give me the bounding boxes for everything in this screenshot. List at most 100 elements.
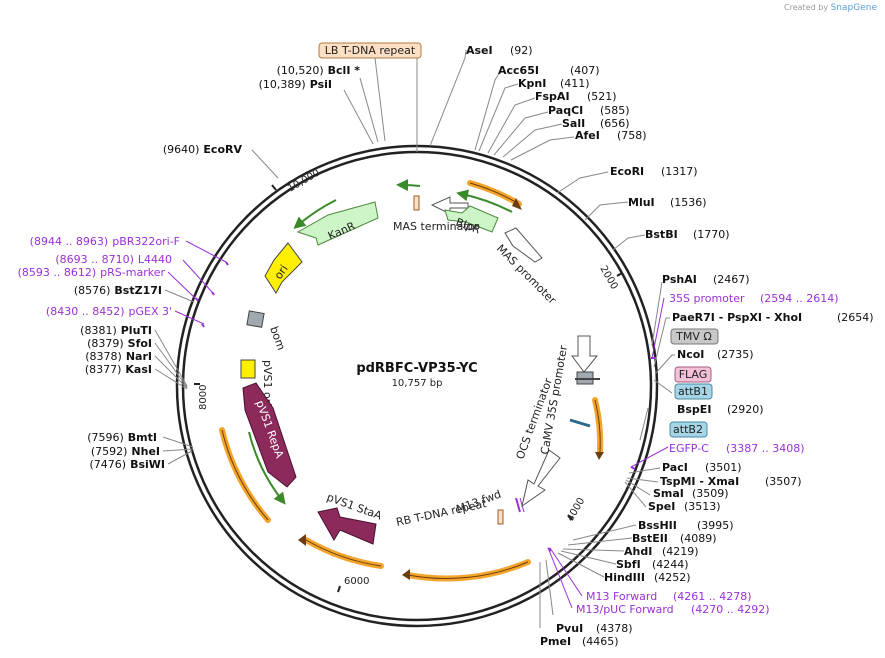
- enzyme-sbfi: SbfI: [616, 558, 641, 571]
- enzyme-paqci: PaqCI: [548, 104, 583, 117]
- svg-text:(8377)KasI: (8377)KasI: [85, 363, 152, 376]
- svg-text:PaqCI(585): PaqCI(585): [548, 104, 630, 117]
- primer-m13-forward: M13 Forward: [586, 590, 657, 603]
- enzyme-smai: SmaI: [653, 487, 684, 500]
- svg-text:PshAI(2467): PshAI(2467): [662, 273, 750, 286]
- enzyme-pluti: PluTI: [121, 324, 152, 337]
- enzyme-pshai: PshAI: [662, 273, 697, 286]
- svg-text:SbfI(4244): SbfI(4244): [616, 558, 689, 571]
- svg-text:AfeI(758): AfeI(758): [575, 129, 647, 142]
- enzyme-kasi: KasI: [125, 363, 152, 376]
- svg-text:MluI(1536): MluI(1536): [628, 196, 707, 209]
- svg-text:(8944 .. 8963)pBR322ori-F: (8944 .. 8963)pBR322ori-F: [30, 235, 180, 248]
- enzyme-sfoi: SfoI: [128, 337, 152, 350]
- enzyme-tspmi: TspMI - XmaI: [660, 475, 739, 488]
- svg-text:NcoI(2735): NcoI(2735): [677, 348, 754, 361]
- svg-text:M13/pUC Forward(4270 .. 4292): M13/pUC Forward(4270 .. 4292): [576, 603, 770, 616]
- mas-terminator-box: [413, 195, 420, 211]
- enzyme-ncoi: NcoI: [677, 348, 704, 361]
- attb1-box: [674, 383, 713, 400]
- bom-label: bom: [267, 325, 288, 352]
- enzyme-fspai: FspAI: [535, 90, 570, 103]
- tick-label-10000: 10,000: [286, 168, 322, 195]
- primer-pbr322ori-f: pBR322ori-F: [112, 235, 180, 248]
- tick-label-2000: 2000: [597, 264, 619, 292]
- lb-tdna-box: [318, 42, 422, 59]
- plasmid-name: pdRBFC-VP35-YC: [356, 361, 477, 376]
- enzyme-acc65i: Acc65I: [498, 64, 539, 77]
- svg-text:(7476)BsiWI: (7476)BsiWI: [89, 458, 165, 471]
- flag-box: [674, 366, 712, 383]
- rb-box: [497, 509, 504, 525]
- attb2-box: [669, 421, 708, 438]
- primer-m13-puc-forward: M13/pUC Forward: [576, 603, 674, 616]
- enzyme-bstbi: BstBI: [645, 228, 678, 241]
- tick-label-4000: 4000: [565, 496, 587, 524]
- svg-text:(8378)NarI: (8378)NarI: [85, 350, 152, 363]
- enzyme-pmei: PmeI: [540, 635, 571, 648]
- svg-text:BstEII(4089): BstEII(4089): [632, 532, 717, 545]
- tick-10000: [271, 184, 277, 191]
- primer-pgex-3: pGEX 3': [128, 305, 172, 318]
- svg-text:(10,389)PsiI: (10,389)PsiI: [259, 78, 332, 91]
- enzyme-ecori: EcoRI: [610, 165, 644, 178]
- svg-text:(7592)NheI: (7592)NheI: [91, 445, 160, 458]
- arc-green-blpr: [456, 189, 513, 213]
- svg-text:SmaI(3509): SmaI(3509): [653, 487, 729, 500]
- attb1-label: attB1: [678, 385, 708, 398]
- svg-text:M13 Forward(4261 .. 4278): M13 Forward(4261 .. 4278): [586, 590, 752, 603]
- svg-text:FspAI(521): FspAI(521): [535, 90, 617, 103]
- svg-text:EGFP-C(3387 .. 3408): EGFP-C(3387 .. 3408): [669, 442, 805, 455]
- camv-35s-arrow: [571, 335, 599, 373]
- enzyme-psii: PsiI: [310, 78, 332, 91]
- svg-text:PacI(3501): PacI(3501): [662, 461, 742, 474]
- enzyme-nari: NarI: [126, 350, 152, 363]
- svg-text:(7596)BmtI: (7596)BmtI: [87, 431, 157, 444]
- tmv-box: [670, 328, 719, 345]
- orf-arc-bottom: [405, 559, 531, 582]
- primer-l4440: L4440: [138, 253, 172, 266]
- enzyme-bsshii: BssHII: [638, 519, 677, 532]
- svg-text:(9640)EcoRV: (9640)EcoRV: [163, 143, 243, 156]
- svg-text:PvuI(4378): PvuI(4378): [556, 622, 633, 635]
- svg-text:PmeI(4465): PmeI(4465): [540, 635, 619, 648]
- pvs1-repa-arrow: [242, 382, 297, 488]
- bom-box: [246, 310, 265, 328]
- tmv-label: TMV Ω: [675, 330, 712, 343]
- svg-text:PaeR7I - PspXI - XhoI(2654): PaeR7I - PspXI - XhoI(2654): [672, 311, 874, 324]
- flag-label: FLAG: [679, 368, 708, 381]
- lb-tdna-label: LB T-DNA repeat: [325, 44, 416, 57]
- tick-2000: [616, 272, 623, 277]
- snapgene-logo: SnapGene: [830, 3, 877, 13]
- enzyme-mlui: MluI: [628, 196, 655, 209]
- svg-text:(10,520)BclI *: (10,520)BclI *: [277, 64, 361, 77]
- ocs-terminator-arrow: [521, 449, 561, 508]
- enzyme-bcli: BclI *: [328, 64, 361, 77]
- plasmid-length: 10,757 bp: [392, 378, 443, 389]
- enzyme-paer7i: PaeR7I - PspXI - XhoI: [672, 311, 802, 324]
- orf-arc-top: [467, 180, 522, 207]
- svg-text:KpnI(411): KpnI(411): [518, 77, 590, 90]
- svg-text:(8576)BstZ17I: (8576)BstZ17I: [74, 284, 162, 297]
- pvs1-oriv-box: [240, 359, 256, 379]
- tick-label-8000: 8000: [198, 385, 209, 410]
- enzyme-bsteii: BstEII: [632, 532, 668, 545]
- mas-promoter-arrow: [504, 227, 543, 263]
- blpr-arrow: [444, 205, 499, 233]
- svg-text:SpeI(3513): SpeI(3513): [648, 500, 721, 513]
- enzyme-ahdi: AhdI: [624, 545, 652, 558]
- orf-arc-bottom-left: [303, 537, 384, 569]
- arc-green-kanr: [293, 199, 337, 229]
- primer-35s-promoter: 35S promoter: [669, 292, 745, 305]
- enzyme-sali: SalI: [562, 117, 585, 130]
- pvs1-staa-arrow: [317, 507, 377, 545]
- ori-arrow: [264, 242, 303, 294]
- enzyme-hindiii: HindIII: [604, 571, 645, 584]
- enzyme-nhei: NheI: [131, 445, 160, 458]
- svg-text:AhdI(4219): AhdI(4219): [624, 545, 699, 558]
- svg-text:(8430 .. 8452)pGEX 3': (8430 .. 8452)pGEX 3': [46, 305, 172, 318]
- svg-text:AseI(92): AseI(92): [466, 44, 533, 57]
- arc-green-mas: [396, 179, 421, 192]
- svg-text:TspMI - XmaI(3507): TspMI - XmaI(3507): [660, 475, 802, 488]
